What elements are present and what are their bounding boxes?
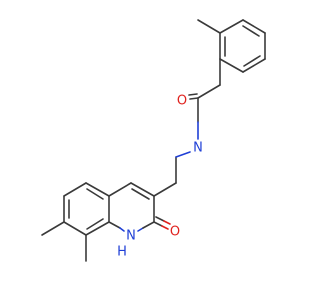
methyl-bond [41,221,65,236]
n-ethyl-segment [175,151,191,158]
benzene-ring [219,19,266,73]
ring-hydrogen-label: H [117,245,127,260]
amide-oxygen-label: O [177,94,187,109]
bond [142,221,155,229]
bond [85,182,110,197]
ring-nitrogen-label: N [126,229,136,244]
carbonyl-bond [189,97,199,100]
methyl-bond [197,19,221,34]
carbonyl-bond-2 [188,93,198,96]
bond [219,58,244,73]
bond [119,227,125,232]
bond [242,58,266,73]
double-bond-inner [242,25,260,37]
benzo-ring [63,182,110,236]
lactam-oxygen-label: O [170,225,180,240]
lactam-carbonyl-bond-2 [163,220,171,225]
lactam-carbonyl-bond [161,225,169,230]
amide-nitrogen-label: N [193,141,203,156]
bond [137,227,144,232]
double-bond-inner [86,188,104,200]
ethyl-bond [153,182,177,197]
bond [63,221,87,236]
bond [85,221,110,236]
double-bond-inner [86,218,104,230]
lactam-carbonyl-bond-2 [155,216,165,222]
bond [219,19,244,34]
bond [108,221,121,229]
lactam-carbonyl-bond [153,221,163,227]
pyridinone-ring [108,182,155,232]
bond [130,182,155,197]
bond [108,182,132,197]
chemical-structure: O N O N H [41,19,266,262]
bond [63,182,87,197]
double-bond-inner [131,188,150,200]
aryl-carbonyl-bond [197,84,221,99]
double-bond-inner [243,55,261,67]
bond [242,19,266,34]
